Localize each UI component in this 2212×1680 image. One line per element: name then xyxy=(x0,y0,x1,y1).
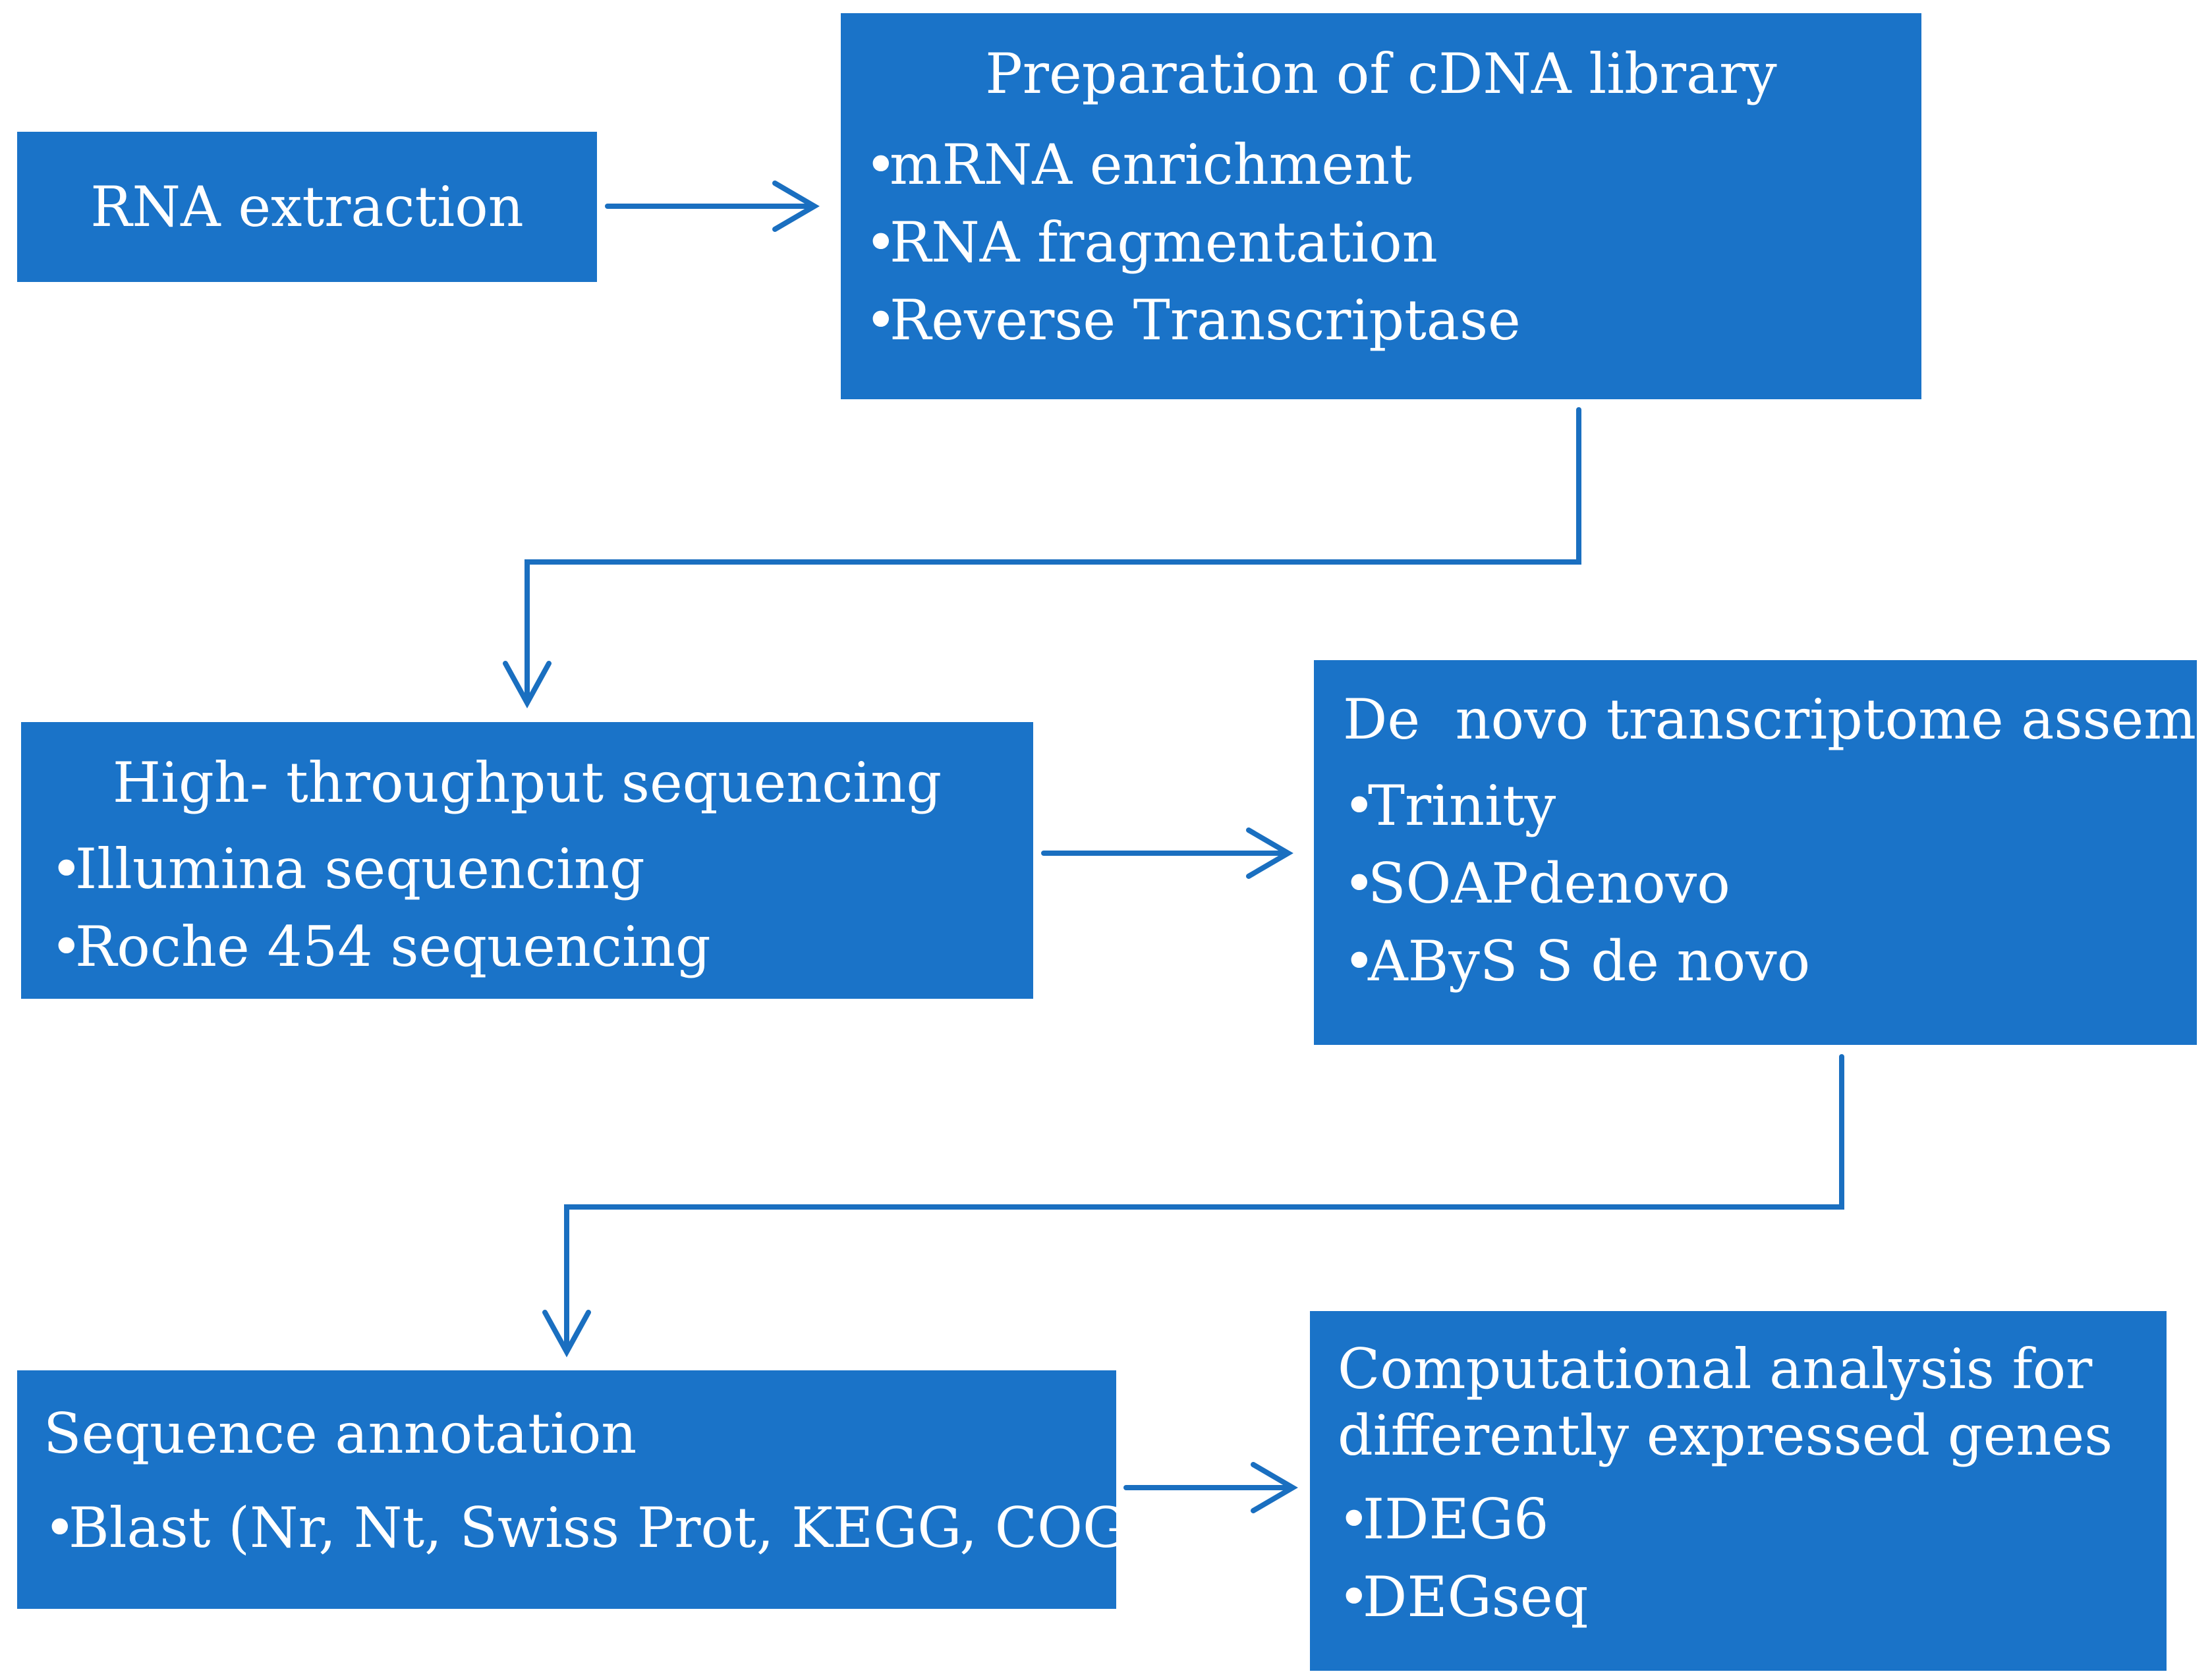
list-item: •Roche 454 sequencing xyxy=(50,914,711,979)
node-rna-extraction: RNA extraction xyxy=(17,132,597,282)
node-annotation-list: •Blast (Nr, Nt, Swiss Prot, KEGG, COG) xyxy=(43,1495,1149,1573)
list-item: •SOAPdenovo xyxy=(1343,851,1730,916)
arrow-rna-to-cdna xyxy=(605,181,820,232)
bullet-icon: • xyxy=(865,132,897,197)
node-sequencing-title: High- throughput sequencing xyxy=(112,750,942,815)
node-sequencing-list: •Illumina sequencing •Roche 454 sequenci… xyxy=(50,836,1033,992)
node-assembly: De novo transcriptome assembly •Trinity … xyxy=(1314,660,2212,1045)
list-item: •mRNA enrichment xyxy=(865,132,1412,197)
bullet-icon: • xyxy=(43,1495,76,1560)
node-computational-title-line1: Computational analysis for xyxy=(1338,1337,2093,1401)
arrow-assembly-to-annotation xyxy=(542,1054,1844,1358)
node-assembly-title: De novo transcriptome assembly xyxy=(1343,687,2212,752)
node-assembly-list: •Trinity •SOAPdenovo •AByS S de novo xyxy=(1343,773,2197,1006)
bullet-icon: • xyxy=(1343,773,1376,838)
arrow-annotation-to-computational xyxy=(1123,1462,1298,1513)
node-annotation-title: Sequence annotation xyxy=(43,1401,637,1466)
bullet-icon: • xyxy=(50,914,83,979)
node-computational-title-line2: differently expressed genes xyxy=(1338,1403,2113,1468)
node-sequencing: High- throughput sequencing •Illumina se… xyxy=(21,722,1033,999)
list-item: •Illumina sequencing xyxy=(50,836,645,901)
list-item: •Reverse Transcriptase xyxy=(865,287,1521,352)
list-item: •DEGseq xyxy=(1338,1564,1589,1629)
bullet-icon: • xyxy=(865,287,897,352)
arrow-sequencing-to-assembly xyxy=(1041,827,1293,879)
bullet-icon: • xyxy=(1338,1564,1371,1629)
list-item: •RNA fragmentation xyxy=(865,210,1438,275)
node-computational: Computational analysis for differently e… xyxy=(1310,1311,2167,1671)
node-cdna-library-list: •mRNA enrichment •RNA fragmentation •Rev… xyxy=(865,132,1921,365)
list-item: •Blast (Nr, Nt, Swiss Prot, KEGG, COG) xyxy=(43,1495,1149,1560)
node-annotation: Sequence annotation •Blast (Nr, Nt, Swis… xyxy=(17,1370,1149,1609)
node-rna-extraction-title: RNA extraction xyxy=(90,174,524,239)
list-item: •Trinity xyxy=(1343,773,1556,838)
bullet-icon: • xyxy=(50,836,83,901)
bullet-icon: • xyxy=(1338,1486,1371,1552)
node-cdna-library-title: Preparation of cDNA library xyxy=(985,42,1777,106)
bullet-icon: • xyxy=(1343,928,1376,994)
bullet-icon: • xyxy=(865,210,897,275)
bullet-icon: • xyxy=(1343,851,1376,916)
list-item: •AByS S de novo xyxy=(1343,928,1811,994)
node-cdna-library: Preparation of cDNA library •mRNA enrich… xyxy=(841,13,1921,399)
node-computational-list: •IDEG6 •DEGseq xyxy=(1338,1486,2167,1642)
arrow-cdna-to-sequencing xyxy=(503,407,1581,709)
list-item: •IDEG6 xyxy=(1338,1486,1549,1552)
